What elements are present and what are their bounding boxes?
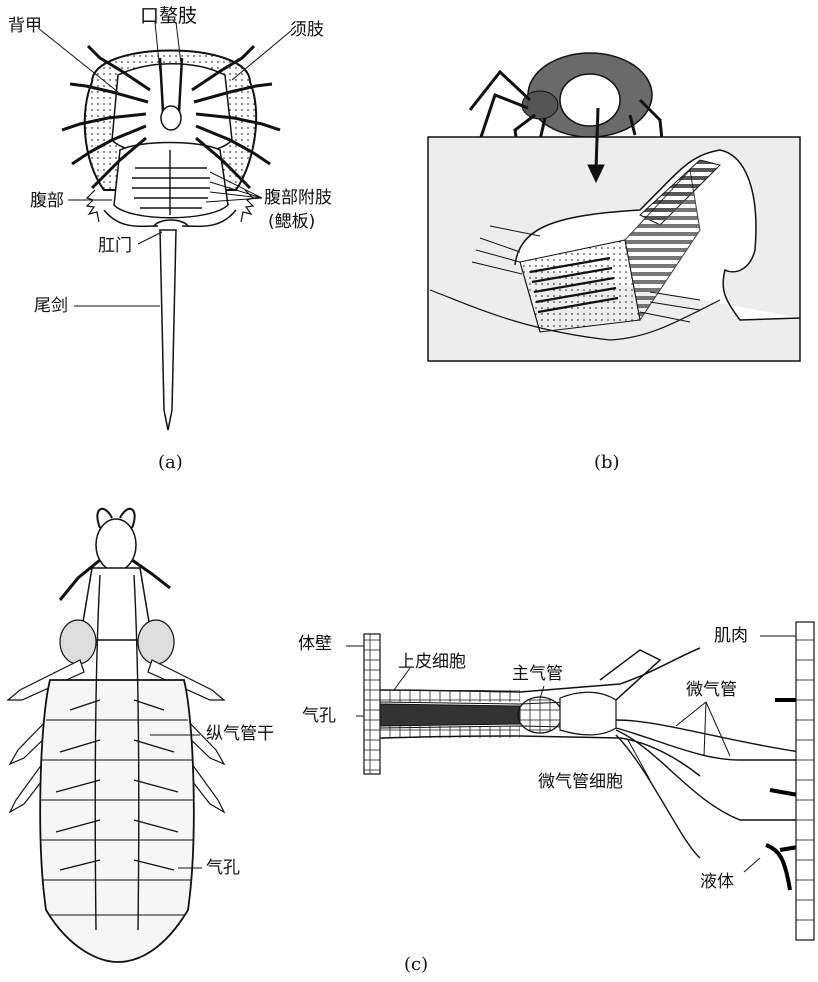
spider-book-lung-drawing (428, 53, 800, 361)
label-gill-plate: (鳃板) (268, 212, 315, 232)
label-epidermal-cell: 上皮细胞 (398, 652, 466, 672)
label-body-wall: 体壁 (298, 634, 332, 654)
label-anus: 肛门 (98, 236, 132, 256)
label-chelicera: 口螯肢 (140, 6, 197, 26)
caption-a: (a) (158, 452, 183, 473)
label-muscle: 肌肉 (714, 626, 748, 646)
label-main-trachea: 主气管 (512, 664, 563, 684)
label-abdominal-appendage: 腹部附肢 (264, 188, 332, 208)
label-carapace: 背甲 (8, 16, 42, 36)
label-telson: 尾剑 (34, 296, 68, 316)
insect-tracheal-system-drawing (8, 509, 224, 962)
label-tracheole: 微气管 (686, 680, 737, 700)
label-spiracle: 气孔 (302, 706, 336, 726)
caption-c: (c) (404, 954, 428, 975)
horseshoe-crab-drawing (38, 22, 292, 430)
label-insect-spiracle: 气孔 (206, 858, 240, 878)
label-fluid: 液体 (700, 872, 734, 892)
label-tracheole-cell: 微气管细胞 (538, 772, 623, 792)
caption-b: (b) (594, 452, 620, 473)
label-abdomen: 腹部 (30, 191, 64, 211)
label-pedipalp: 须肢 (290, 20, 324, 40)
label-longitudinal-trunk: 纵气管干 (206, 724, 274, 744)
